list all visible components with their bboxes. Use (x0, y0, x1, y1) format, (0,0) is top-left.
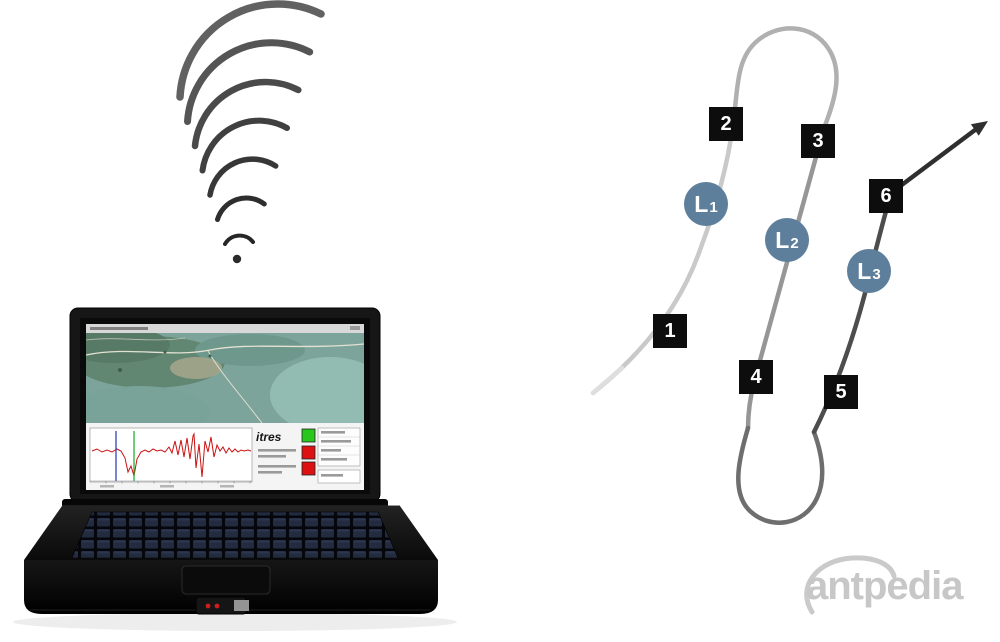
waypoint-label: 6 (880, 185, 892, 207)
flight-path (590, 26, 988, 525)
laptop-shadow (13, 613, 457, 631)
waypoint-label: 3 (812, 130, 824, 152)
waveform-trace (91, 432, 252, 478)
map-road-line (86, 343, 364, 356)
dongle-led (205, 603, 211, 609)
antpedia-watermark: antpedia (796, 546, 1000, 622)
axis-ticks (105, 481, 251, 484)
line-label-sub: 3 (872, 266, 881, 283)
direction-arrow-head (970, 121, 988, 136)
flight-path-bottom-turn (736, 425, 825, 525)
flight-line-2-path (745, 125, 827, 431)
laptop-trackpad (181, 565, 271, 595)
app-title-text-placeholder (90, 327, 148, 330)
line-label-prefix: L (857, 257, 872, 284)
mini-field-box (317, 469, 361, 484)
line-label-prefix: L (775, 226, 790, 253)
status-indicator-green (301, 428, 316, 443)
watermark-swoosh (804, 555, 897, 615)
waypoint-marker-5: 5 (824, 375, 858, 409)
dongle-connector (234, 600, 249, 611)
mini-data-table (317, 427, 361, 467)
map-view (86, 333, 364, 423)
waypoint-marker-2: 2 (709, 107, 743, 141)
waypoint-label: 5 (835, 381, 847, 403)
waveform-chart (89, 427, 253, 488)
line-label-sub: 2 (790, 235, 799, 252)
waypoint-marker-1: 1 (653, 314, 687, 348)
waypoint-label: 4 (750, 366, 762, 388)
waypoint-marker-6: 6 (869, 179, 903, 213)
waypoint-marker-4: 4 (739, 360, 773, 394)
flight-line-1-path (590, 112, 737, 396)
wifi-signal-icon (176, 0, 325, 264)
laptop-keyboard (71, 511, 399, 559)
laptop-illustration: itres (13, 307, 457, 631)
waypoint-marker-3: 3 (801, 124, 835, 158)
window-controls-placeholder (350, 326, 360, 330)
map-road-line (207, 350, 263, 423)
app-title-bar (86, 324, 364, 333)
wifi-dot (232, 254, 242, 264)
status-label-placeholders (258, 449, 296, 474)
control-panel: itres (86, 423, 364, 490)
waypoint-label: 1 (664, 320, 676, 342)
status-indicator-red-1 (301, 445, 316, 460)
line-label-sub: 1 (709, 199, 718, 216)
laptop-display: itres (86, 324, 364, 490)
waypoint-label: 2 (720, 113, 732, 135)
flight-path-top-turn (731, 26, 839, 131)
watermark-text: antpedia (806, 564, 963, 608)
usb-receiver-dongle (195, 596, 249, 615)
line-label-prefix: L (694, 190, 709, 217)
direction-arrow-line (888, 127, 978, 196)
map-road-line (86, 337, 186, 341)
dongle-led (214, 603, 220, 609)
itres-logo: itres (256, 430, 282, 444)
status-indicator-red-2 (301, 461, 316, 476)
